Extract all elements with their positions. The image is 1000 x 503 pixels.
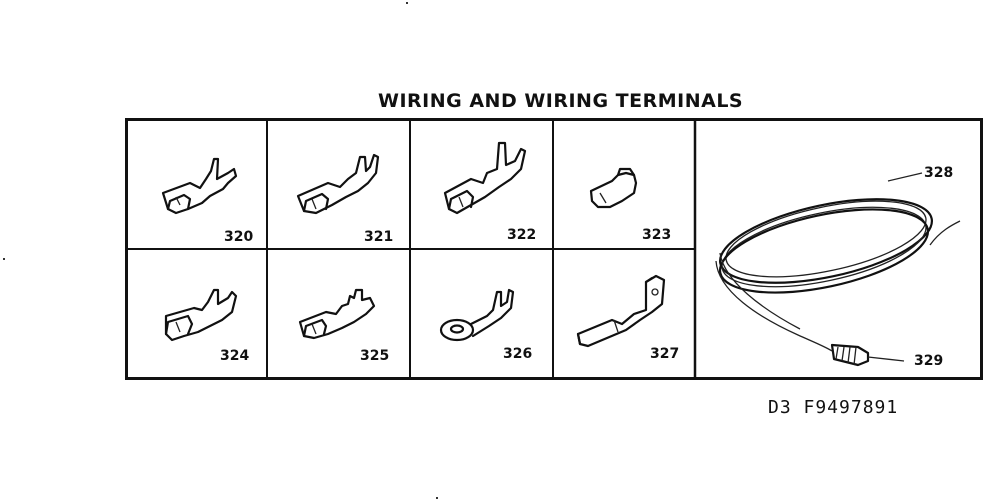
part-number-328: 328 [924,165,954,181]
ring-terminal-icon [439,288,515,342]
female-terminal-icon [298,288,376,340]
part-cell-324[interactable]: 324 [128,252,270,383]
scan-speck [3,258,5,260]
part-cell-323[interactable]: 323 [556,121,698,252]
part-cell-321[interactable]: 321 [270,121,413,252]
part-cell-322[interactable]: 322 [413,121,556,252]
part-number-326: 326 [503,346,533,362]
part-number-323: 323 [642,227,672,243]
part-cell-327[interactable]: 327 [556,252,698,383]
wire-nut-icon [830,343,905,367]
wire-coil-icon [715,172,961,352]
insulated-terminal-icon [164,288,238,342]
parts-frame: 320 321 322 323 324 [125,118,983,380]
grid-lines [125,118,697,380]
part-number-325: 325 [360,348,390,364]
part-cell-325[interactable]: 325 [270,252,413,383]
part-cell-320[interactable]: 320 [128,121,270,252]
part-number-320: 320 [224,229,254,245]
drawing-code: D3 F9497891 [768,397,899,418]
part-cell-326[interactable]: 326 [413,252,556,383]
scan-speck [406,2,408,4]
female-terminal-icon [443,141,527,215]
part-number-321: 321 [364,229,394,245]
short-terminal-icon [589,167,638,209]
diagram-title: WIRING AND WIRING TERMINALS [378,90,744,112]
female-terminal-icon [161,157,238,215]
flag-terminal-icon [576,274,666,348]
part-number-324: 324 [220,348,250,364]
part-number-322: 322 [507,227,537,243]
scan-speck [436,497,438,499]
female-terminal-icon [296,153,380,215]
part-number-327: 327 [650,346,680,362]
part-cell-328-329[interactable]: 328 329 [698,121,980,377]
part-number-329: 329 [914,353,944,369]
